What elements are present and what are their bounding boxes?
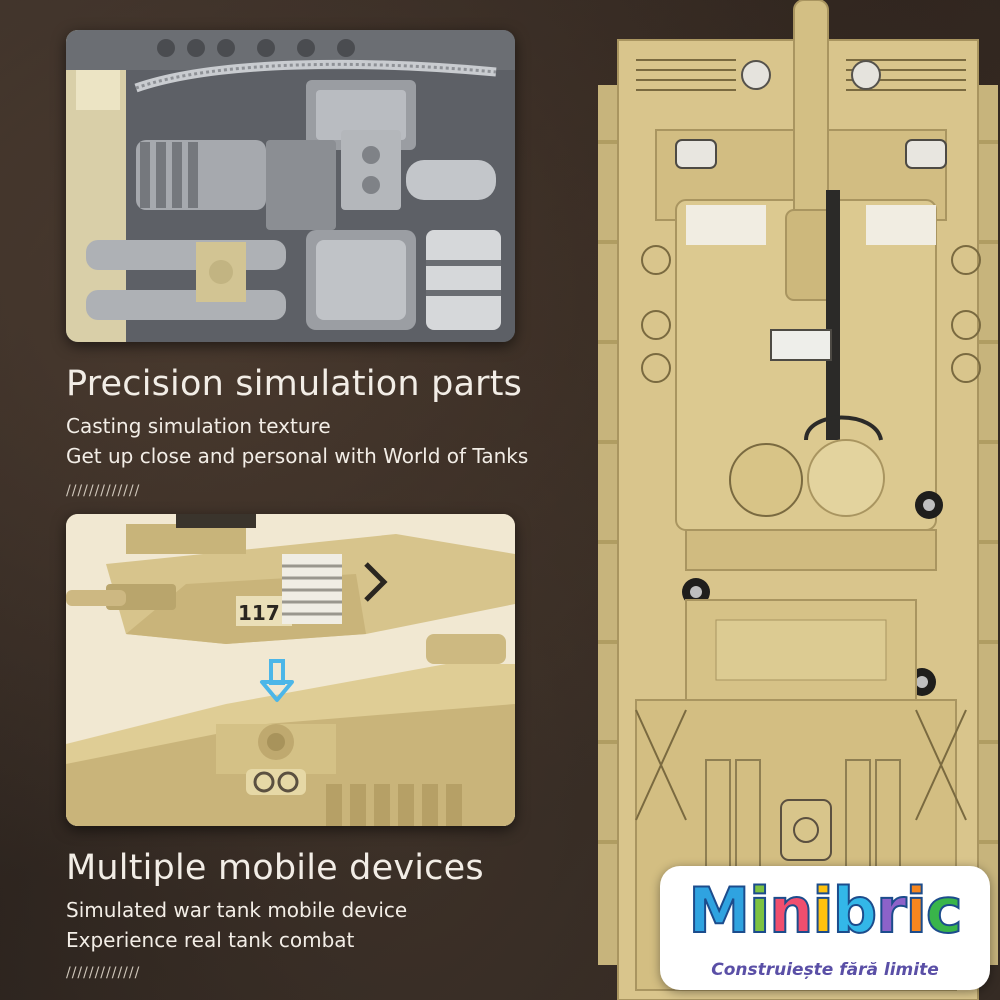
- logo-letter: i: [905, 874, 928, 947]
- section-one-heading: Precision simulation parts: [66, 364, 523, 404]
- section-two-line-1: Simulated war tank mobile device: [66, 898, 408, 922]
- turret-hull-photo: 117: [66, 514, 515, 826]
- engine-closeup-photo: [66, 30, 515, 342]
- logo-letter: i: [811, 874, 834, 947]
- logo-letter: i: [748, 874, 771, 947]
- section-two-line-2: Experience real tank combat: [66, 928, 355, 952]
- logo-letter: b: [832, 874, 878, 947]
- minibric-logo: Minibric Construiește fără limite: [660, 866, 990, 990]
- logo-wordmark: Minibric: [660, 874, 990, 947]
- tank-top-view: [596, 0, 1000, 1000]
- section-two-divider: /////////////: [66, 965, 141, 981]
- section-one-line-1: Casting simulation texture: [66, 414, 331, 438]
- section-one-line-2: Get up close and personal with World of …: [66, 444, 529, 468]
- section-one-divider: /////////////: [66, 483, 141, 499]
- section-two-heading: Multiple mobile devices: [66, 848, 484, 888]
- down-arrow-icon: [260, 659, 294, 702]
- logo-letter: n: [768, 874, 814, 947]
- logo-letter: r: [875, 874, 908, 947]
- logo-letter: M: [687, 874, 751, 947]
- logo-tagline: Construiește fără limite: [711, 960, 939, 980]
- logo-letter: c: [925, 874, 964, 947]
- turret-number: 117: [238, 601, 280, 625]
